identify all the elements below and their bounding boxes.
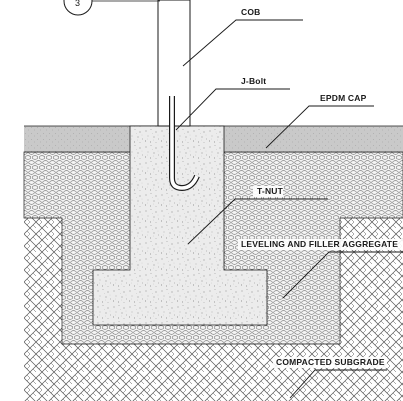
concrete-footing xyxy=(92,125,268,326)
j-bolt-leader xyxy=(175,88,290,131)
j-bolt-label: J-Bolt xyxy=(241,76,266,86)
detail-number-bubble: 3 xyxy=(63,0,160,16)
aggregate-leader xyxy=(282,251,403,299)
epdm-cap-label: EPDM CAP xyxy=(320,93,367,103)
subgrade-leader xyxy=(289,369,387,399)
subgrade-label: COMPACTED SUBGRADE xyxy=(276,357,385,367)
aggregate-label: LEVELING AND FILLER AGGREGATE xyxy=(241,239,398,249)
t-nut-leader xyxy=(187,198,328,245)
detail-number: 3 xyxy=(75,0,80,8)
cob-label: COB xyxy=(241,7,261,17)
epdm-cap-leader xyxy=(265,105,374,149)
cob-leader xyxy=(182,19,303,67)
t-nut-label: T-NUT xyxy=(257,186,284,196)
